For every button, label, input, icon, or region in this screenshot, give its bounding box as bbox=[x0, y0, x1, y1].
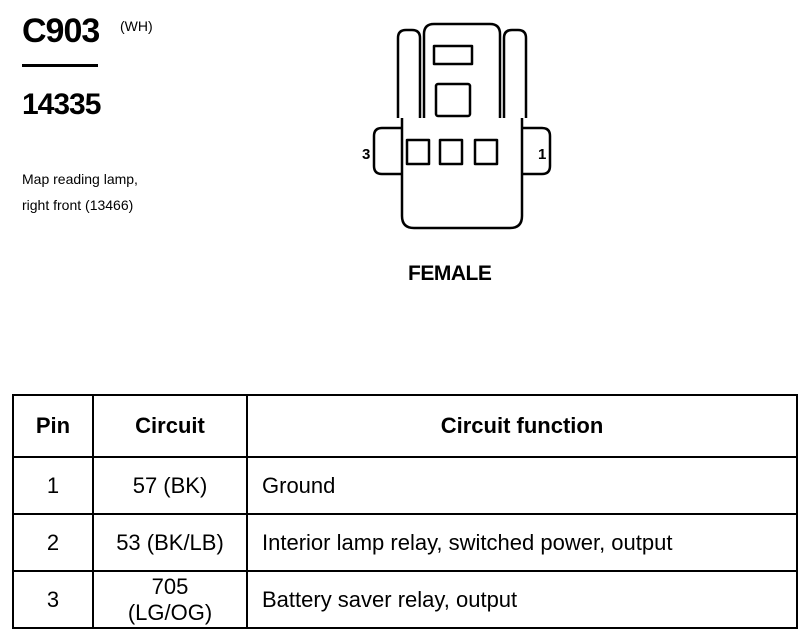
pinout-table: Pin Circuit Circuit function 1 57 (BK) G… bbox=[12, 394, 798, 629]
row-function: Ground bbox=[246, 456, 798, 515]
connector-left-latch bbox=[396, 28, 422, 118]
row-function: Interior lamp relay, switched power, out… bbox=[246, 513, 798, 572]
connector-right-ear bbox=[522, 126, 552, 176]
pin-3-label: 3 bbox=[362, 146, 371, 163]
pin-1-label: 1 bbox=[538, 146, 547, 163]
connector-description: Map reading lamp, right front (13466) bbox=[22, 166, 138, 218]
description-line-1: Map reading lamp, bbox=[22, 171, 138, 187]
header-circuit-function: Circuit function bbox=[246, 394, 798, 458]
table-row: 3 705 (LG/OG) Battery saver relay, outpu… bbox=[12, 570, 798, 629]
connector-lock-key bbox=[434, 82, 472, 118]
connector-face-diagram bbox=[372, 22, 552, 230]
table-header-row: Pin Circuit Circuit function bbox=[12, 394, 798, 458]
pin-cavity-1 bbox=[473, 138, 499, 166]
row-pin: 1 bbox=[12, 456, 94, 515]
header-circuit: Circuit bbox=[92, 394, 248, 458]
header-pin: Pin bbox=[12, 394, 94, 458]
title-divider bbox=[22, 64, 98, 67]
table-row: 1 57 (BK) Ground bbox=[12, 456, 798, 515]
row-circuit: 705 (LG/OG) bbox=[92, 570, 248, 629]
row-circuit: 53 (BK/LB) bbox=[92, 513, 248, 572]
row-circuit: 57 (BK) bbox=[92, 456, 248, 515]
row-pin: 2 bbox=[12, 513, 94, 572]
description-line-2: right front (13466) bbox=[22, 197, 134, 213]
part-number: 14335 bbox=[22, 88, 101, 121]
connector-housing bbox=[400, 118, 524, 230]
pin-cavity-3 bbox=[405, 138, 431, 166]
connector-left-ear bbox=[372, 126, 402, 176]
pin-cavity-2 bbox=[438, 138, 464, 166]
connector-lock-frame bbox=[422, 22, 502, 118]
connector-right-latch bbox=[502, 28, 528, 118]
table-row: 2 53 (BK/LB) Interior lamp relay, switch… bbox=[12, 513, 798, 572]
row-function: Battery saver relay, output bbox=[246, 570, 798, 629]
color-code: (WH) bbox=[120, 18, 153, 34]
connector-gender: FEMALE bbox=[408, 262, 492, 285]
row-pin: 3 bbox=[12, 570, 94, 629]
connector-lock-window bbox=[432, 44, 474, 66]
connector-id: C903 bbox=[22, 12, 100, 50]
